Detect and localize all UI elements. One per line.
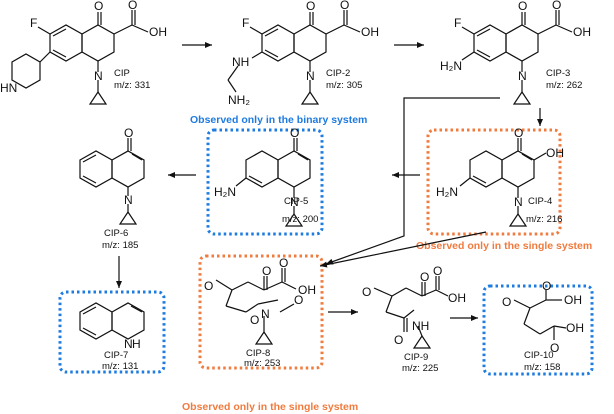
atom-o: O (124, 126, 133, 140)
atom-h2n: H₂N (436, 185, 458, 199)
label-cip7: CIP-7 (104, 350, 128, 361)
atom-f: F (454, 16, 461, 30)
mz-cip4: m/z: 216 (526, 214, 562, 225)
atom-o: O (94, 0, 103, 13)
note-binary: Observed only in the binary system (190, 114, 367, 126)
label-cip4: CIP-4 (528, 196, 552, 207)
atom-o: O (394, 333, 403, 347)
atom-h2n: H₂N (214, 185, 236, 199)
structure-cip: O O OH F N HN CIP m/z: 331 (0, 0, 167, 105)
arrow-cip3-to-cip8 (325, 97, 500, 265)
atom-o: O (306, 0, 315, 13)
atom-o: O (128, 0, 137, 12)
atom-nh2: NH₂ (228, 93, 250, 107)
mz-cip3: m/z: 262 (546, 80, 582, 91)
label-cip8: CIP-8 (246, 348, 270, 359)
atom-n: N (290, 195, 299, 209)
atom-o: O (502, 295, 511, 309)
atom-o: O (250, 313, 259, 327)
atom-n: N (514, 195, 523, 209)
structure-cip6: O N CIP-6 m/z: 185 (79, 126, 145, 251)
atom-oh: OH (149, 25, 167, 39)
atom-oh: OH (361, 25, 379, 39)
atom-n: N (124, 337, 133, 351)
atom-oh: OH (573, 25, 591, 39)
atom-n: N (94, 69, 103, 83)
label-cip6: CIP-6 (104, 228, 128, 239)
mz-cip10: m/z: 158 (524, 362, 560, 373)
note-single-top: Observed only in the single system (416, 240, 592, 252)
mz-cip: m/z: 331 (114, 80, 150, 91)
atom-oh: OH (546, 146, 564, 160)
atom-o: O (514, 126, 523, 140)
mz-cip9: m/z: 225 (402, 363, 438, 374)
atom-o: O (362, 285, 371, 299)
atom-nh: NH (412, 319, 429, 333)
atom-n: N (261, 307, 270, 321)
atom-o: O (518, 0, 527, 13)
note-single-bottom: Observed only in the single system (182, 401, 358, 413)
label-cip9: CIP-9 (404, 352, 428, 363)
structure-cip2: O O OH F NH NH₂ N CIP-2 m/z: 305 (227, 0, 379, 107)
atom-f: F (30, 16, 37, 30)
atom-o: O (420, 270, 429, 284)
atom-n: N (306, 69, 315, 83)
structure-cip8: O O O OH O N O CIP-8 m/z: 253 (204, 256, 316, 369)
mz-cip2: m/z: 305 (326, 80, 362, 91)
binary-box-cip7 (58, 290, 166, 374)
atom-n: N (124, 193, 133, 207)
atom-o: O (279, 256, 288, 270)
atom-o: O (552, 0, 561, 12)
atom-o: O (294, 293, 303, 307)
atom-o: O (550, 341, 559, 355)
label-cip5: CIP-5 (284, 196, 308, 207)
atom-o: O (433, 264, 442, 278)
label-cip3: CIP-3 (546, 68, 570, 79)
label-cip: CIP (114, 68, 130, 79)
mz-cip8: m/z: 253 (244, 358, 280, 369)
atom-n: N (518, 69, 527, 83)
atom-nh: NH (232, 55, 249, 69)
atom-h: H (132, 337, 141, 351)
atom-o: O (340, 0, 349, 12)
structure-cip5: O H₂N N CIP-5 m/z: 200 (214, 126, 318, 227)
single-box-cip8 (198, 254, 324, 370)
atom-oh: OH (298, 283, 316, 297)
arrow-cip4-to-cip8 (319, 231, 487, 268)
atom-o: O (262, 264, 271, 278)
binary-box-cip5 (206, 128, 324, 236)
label-cip2: CIP-2 (326, 68, 350, 79)
structure-cip3: O O OH F H₂N N CIP-3 m/z: 262 (440, 0, 591, 105)
structure-cip9: O O O OH O NH CIP-9 m/z: 225 (362, 264, 466, 374)
structure-cip7: N H CIP-7 m/z: 131 (79, 302, 145, 372)
atom-o: O (542, 279, 551, 293)
mz-cip6: m/z: 185 (102, 240, 138, 251)
atom-hn: HN (0, 81, 17, 95)
mz-cip7: m/z: 131 (102, 361, 138, 372)
mz-cip5: m/z: 200 (282, 214, 318, 225)
structure-cip10: O O OH OH O CIP-10 m/z: 158 (502, 279, 584, 373)
atom-oh: OH (564, 293, 582, 307)
atom-oh: OH (566, 321, 584, 335)
label-cip10: CIP-10 (524, 350, 554, 361)
structure-cip4: O OH H₂N N CIP-4 m/z: 216 (436, 126, 564, 227)
atom-o: O (204, 279, 213, 293)
atom-o: O (290, 126, 299, 140)
binary-box-cip10 (482, 284, 594, 376)
atom-f: F (242, 16, 249, 30)
atom-h2n: H₂N (440, 59, 462, 73)
atom-oh: OH (448, 291, 466, 305)
